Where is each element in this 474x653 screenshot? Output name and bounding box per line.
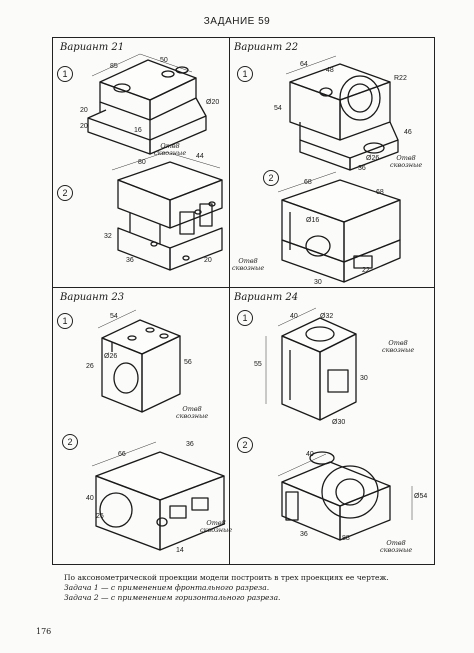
part-v22-2 xyxy=(281,179,401,283)
part-v21-1 xyxy=(87,59,207,155)
svg-text:Ø20: Ø20 xyxy=(206,99,219,106)
frame-divider-horizontal xyxy=(52,287,435,288)
svg-text:50: 50 xyxy=(160,57,168,64)
svg-text:40: 40 xyxy=(306,451,314,458)
variant-24-label: Вариант 24 xyxy=(234,292,299,303)
svg-text:32: 32 xyxy=(104,233,112,240)
variant-23-label: Вариант 23 xyxy=(60,292,125,303)
part-number-v22-1: 1 xyxy=(237,66,253,82)
svg-text:22: 22 xyxy=(362,267,370,274)
svg-text:56: 56 xyxy=(184,359,192,366)
svg-text:68: 68 xyxy=(376,189,384,196)
svg-text:36: 36 xyxy=(358,165,366,172)
svg-text:36: 36 xyxy=(186,441,194,448)
part-v21-2 xyxy=(117,161,223,271)
svg-text:64: 64 xyxy=(300,61,308,68)
svg-text:44: 44 xyxy=(196,153,204,160)
svg-text:26: 26 xyxy=(86,363,94,370)
svg-text:46: 46 xyxy=(404,129,412,136)
svg-text:Ø26: Ø26 xyxy=(366,155,379,162)
part-number-v24-2: 2 xyxy=(237,437,253,453)
variant-21-label: Вариант 21 xyxy=(60,42,125,53)
svg-text:40: 40 xyxy=(290,313,298,320)
part-number-v24-1: 1 xyxy=(237,310,253,326)
part-number-v21-2: 2 xyxy=(57,185,73,201)
svg-text:54: 54 xyxy=(110,313,118,320)
part-number-v23-2: 2 xyxy=(62,434,78,450)
svg-text:Ø16: Ø16 xyxy=(306,217,319,224)
task-description: По аксонометрической проекции модели пос… xyxy=(64,573,444,603)
page-number: 176 xyxy=(36,627,52,636)
part-v24-2 xyxy=(281,451,391,541)
part-v23-1 xyxy=(101,319,181,413)
svg-text:54: 54 xyxy=(274,105,282,112)
frame-divider-vertical xyxy=(229,37,230,565)
svg-text:30: 30 xyxy=(360,375,368,382)
svg-text:55: 55 xyxy=(254,361,262,368)
svg-text:30: 30 xyxy=(314,279,322,286)
svg-text:Ø26: Ø26 xyxy=(104,353,117,360)
svg-text:26: 26 xyxy=(96,513,104,520)
svg-text:14: 14 xyxy=(176,547,184,554)
svg-text:40: 40 xyxy=(86,495,94,502)
task-1: Задача 1 — с применением фронтального ра… xyxy=(64,583,270,592)
svg-text:36: 36 xyxy=(126,257,134,264)
svg-text:Ø30: Ø30 xyxy=(332,419,345,426)
part-v24-1 xyxy=(281,317,357,421)
svg-text:Ø54: Ø54 xyxy=(414,493,427,500)
svg-text:16: 16 xyxy=(134,127,142,134)
svg-text:Ø32: Ø32 xyxy=(320,313,333,320)
part-v23-2 xyxy=(95,451,225,551)
svg-text:66: 66 xyxy=(118,451,126,458)
svg-text:68: 68 xyxy=(304,179,312,186)
svg-text:R22: R22 xyxy=(394,75,407,82)
part-v22-1 xyxy=(289,63,399,171)
task-instruction: По аксонометрической проекции модели пос… xyxy=(64,573,389,582)
svg-text:20: 20 xyxy=(80,107,88,114)
svg-text:20: 20 xyxy=(80,123,88,130)
svg-text:80: 80 xyxy=(138,159,146,166)
svg-text:85: 85 xyxy=(110,63,118,70)
svg-text:36: 36 xyxy=(300,531,308,538)
svg-text:88: 88 xyxy=(342,535,350,542)
svg-text:20: 20 xyxy=(204,257,212,264)
variant-22-label: Вариант 22 xyxy=(234,42,299,53)
part-number-v23-1: 1 xyxy=(57,313,73,329)
drawing-frame xyxy=(52,37,435,565)
part-number-v21-1: 1 xyxy=(57,66,73,82)
part-number-v22-2: 2 xyxy=(263,170,279,186)
page-title: ЗАДАНИЕ 59 xyxy=(203,16,271,27)
svg-text:48: 48 xyxy=(326,67,334,74)
task-2: Задача 2 — с применением горизонтального… xyxy=(64,593,281,602)
